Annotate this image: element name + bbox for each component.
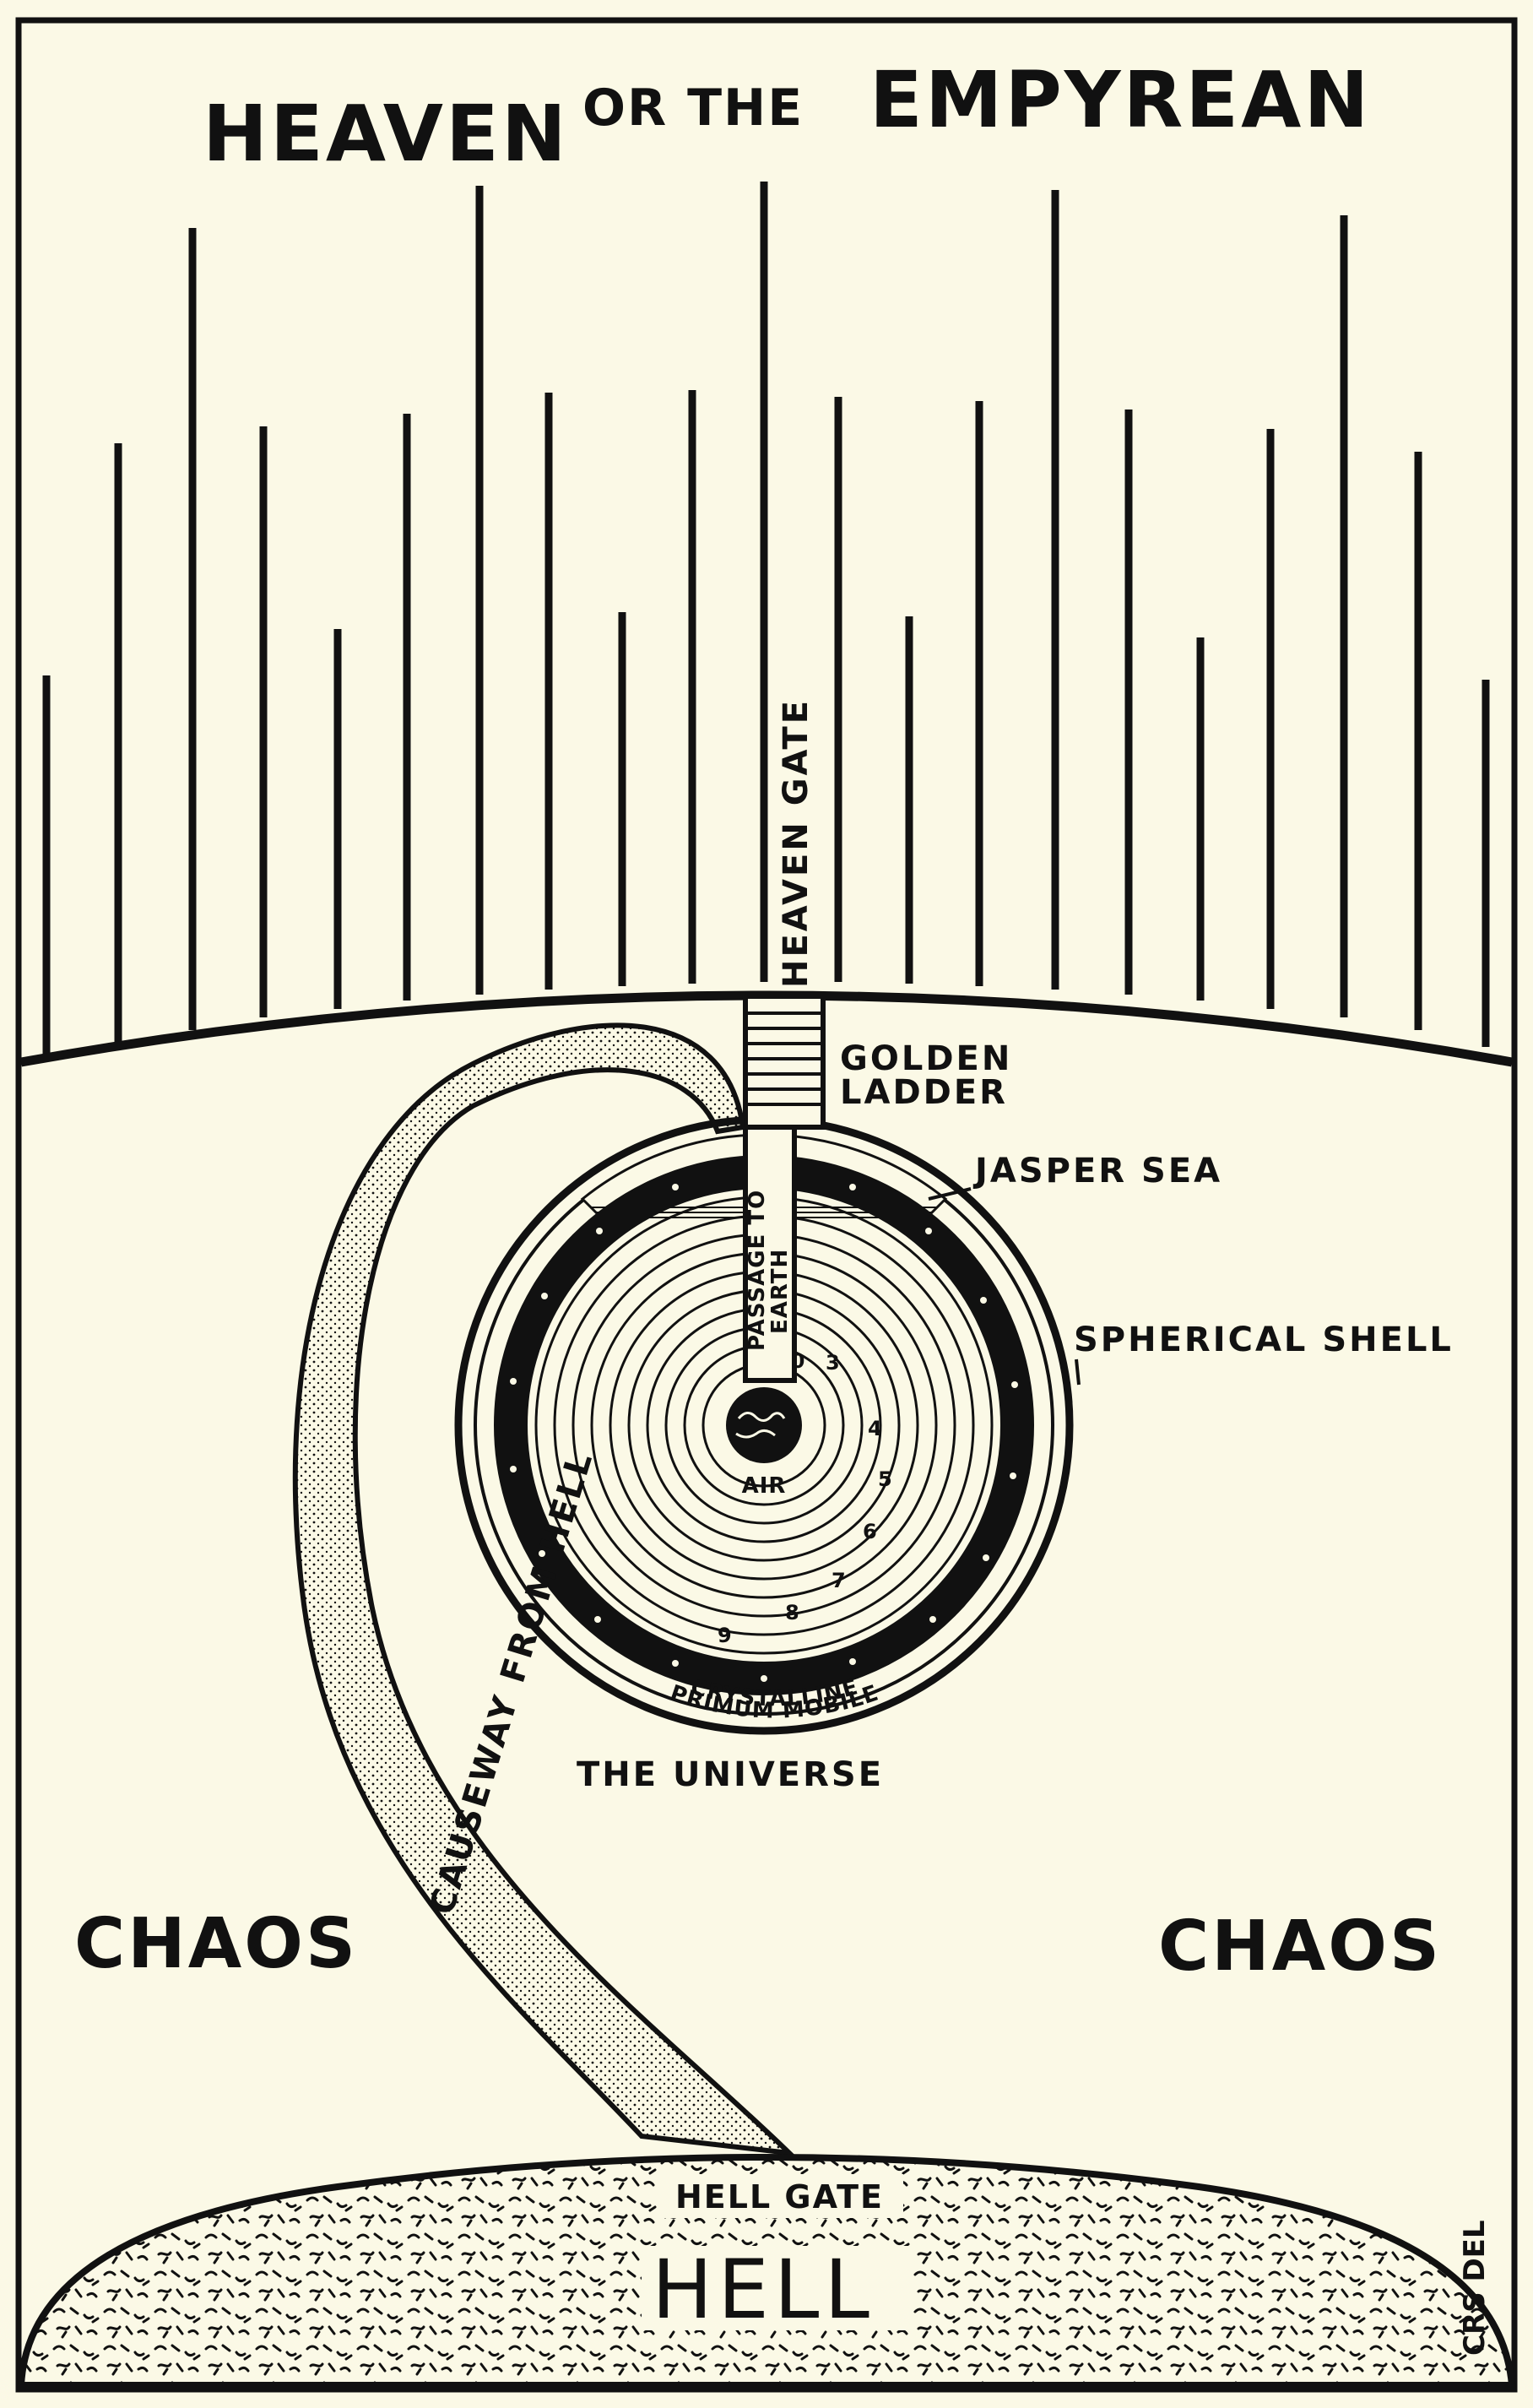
heaven-rays <box>42 182 1490 1060</box>
hell-label-plate <box>642 2246 912 2330</box>
hell-gate-label: HELL GATE <box>675 2178 884 2215</box>
heaven-gate-label: HEAVEN GATE <box>777 698 815 988</box>
air-label: AIR <box>742 1473 787 1499</box>
passage-label-1: PASSAGE TO <box>745 1190 770 1351</box>
chaos-left-label: CHAOS <box>74 1904 358 1984</box>
passage-and-ladder: PASSAGE TO EARTH <box>743 994 826 1383</box>
golden-ladder-label-1: GOLDEN <box>840 1039 1012 1078</box>
hell-gate-plate <box>658 2174 903 2218</box>
sphere-number: 4 <box>868 1417 882 1440</box>
ladder-rungs <box>748 1011 821 1106</box>
the-universe-label: THE UNIVERSE <box>577 1755 884 1794</box>
spherical-shell-label: SPHERICAL SHELL <box>1074 1321 1454 1359</box>
sphere-number: 3 <box>826 1351 840 1375</box>
title-or-the: OR THE <box>582 79 804 138</box>
title-heaven: HEAVEN <box>203 89 569 179</box>
signature: CRS DEL <box>1458 2220 1492 2356</box>
causeway-from-hell <box>292 1022 797 2156</box>
chaos-right-label: CHAOS <box>1158 1906 1442 1987</box>
hell-label: HELL <box>652 2243 875 2337</box>
jasper-sea-label: JASPER SEA <box>972 1152 1222 1190</box>
golden-ladder-label-2: LADDER <box>840 1073 1008 1112</box>
spherical-shell-pointer <box>1075 1359 1081 1386</box>
title: HEAVEN OR THE EMPYREAN <box>203 55 1371 179</box>
sphere-number: 9 <box>718 1624 732 1647</box>
title-empyrean: EMPYREAN <box>869 55 1371 145</box>
sphere-number: 5 <box>878 1467 892 1491</box>
sphere-number: 8 <box>785 1601 799 1624</box>
sphere-number: 6 <box>863 1520 877 1543</box>
passage-label-2: EARTH <box>767 1249 793 1334</box>
golden-ladder <box>743 994 826 1130</box>
jasper-sea-pointer <box>928 1187 972 1201</box>
sphere-number: 7 <box>832 1569 846 1592</box>
earth <box>726 1387 802 1463</box>
passage-to-earth <box>743 1125 797 1383</box>
hell <box>17 2154 1516 2389</box>
